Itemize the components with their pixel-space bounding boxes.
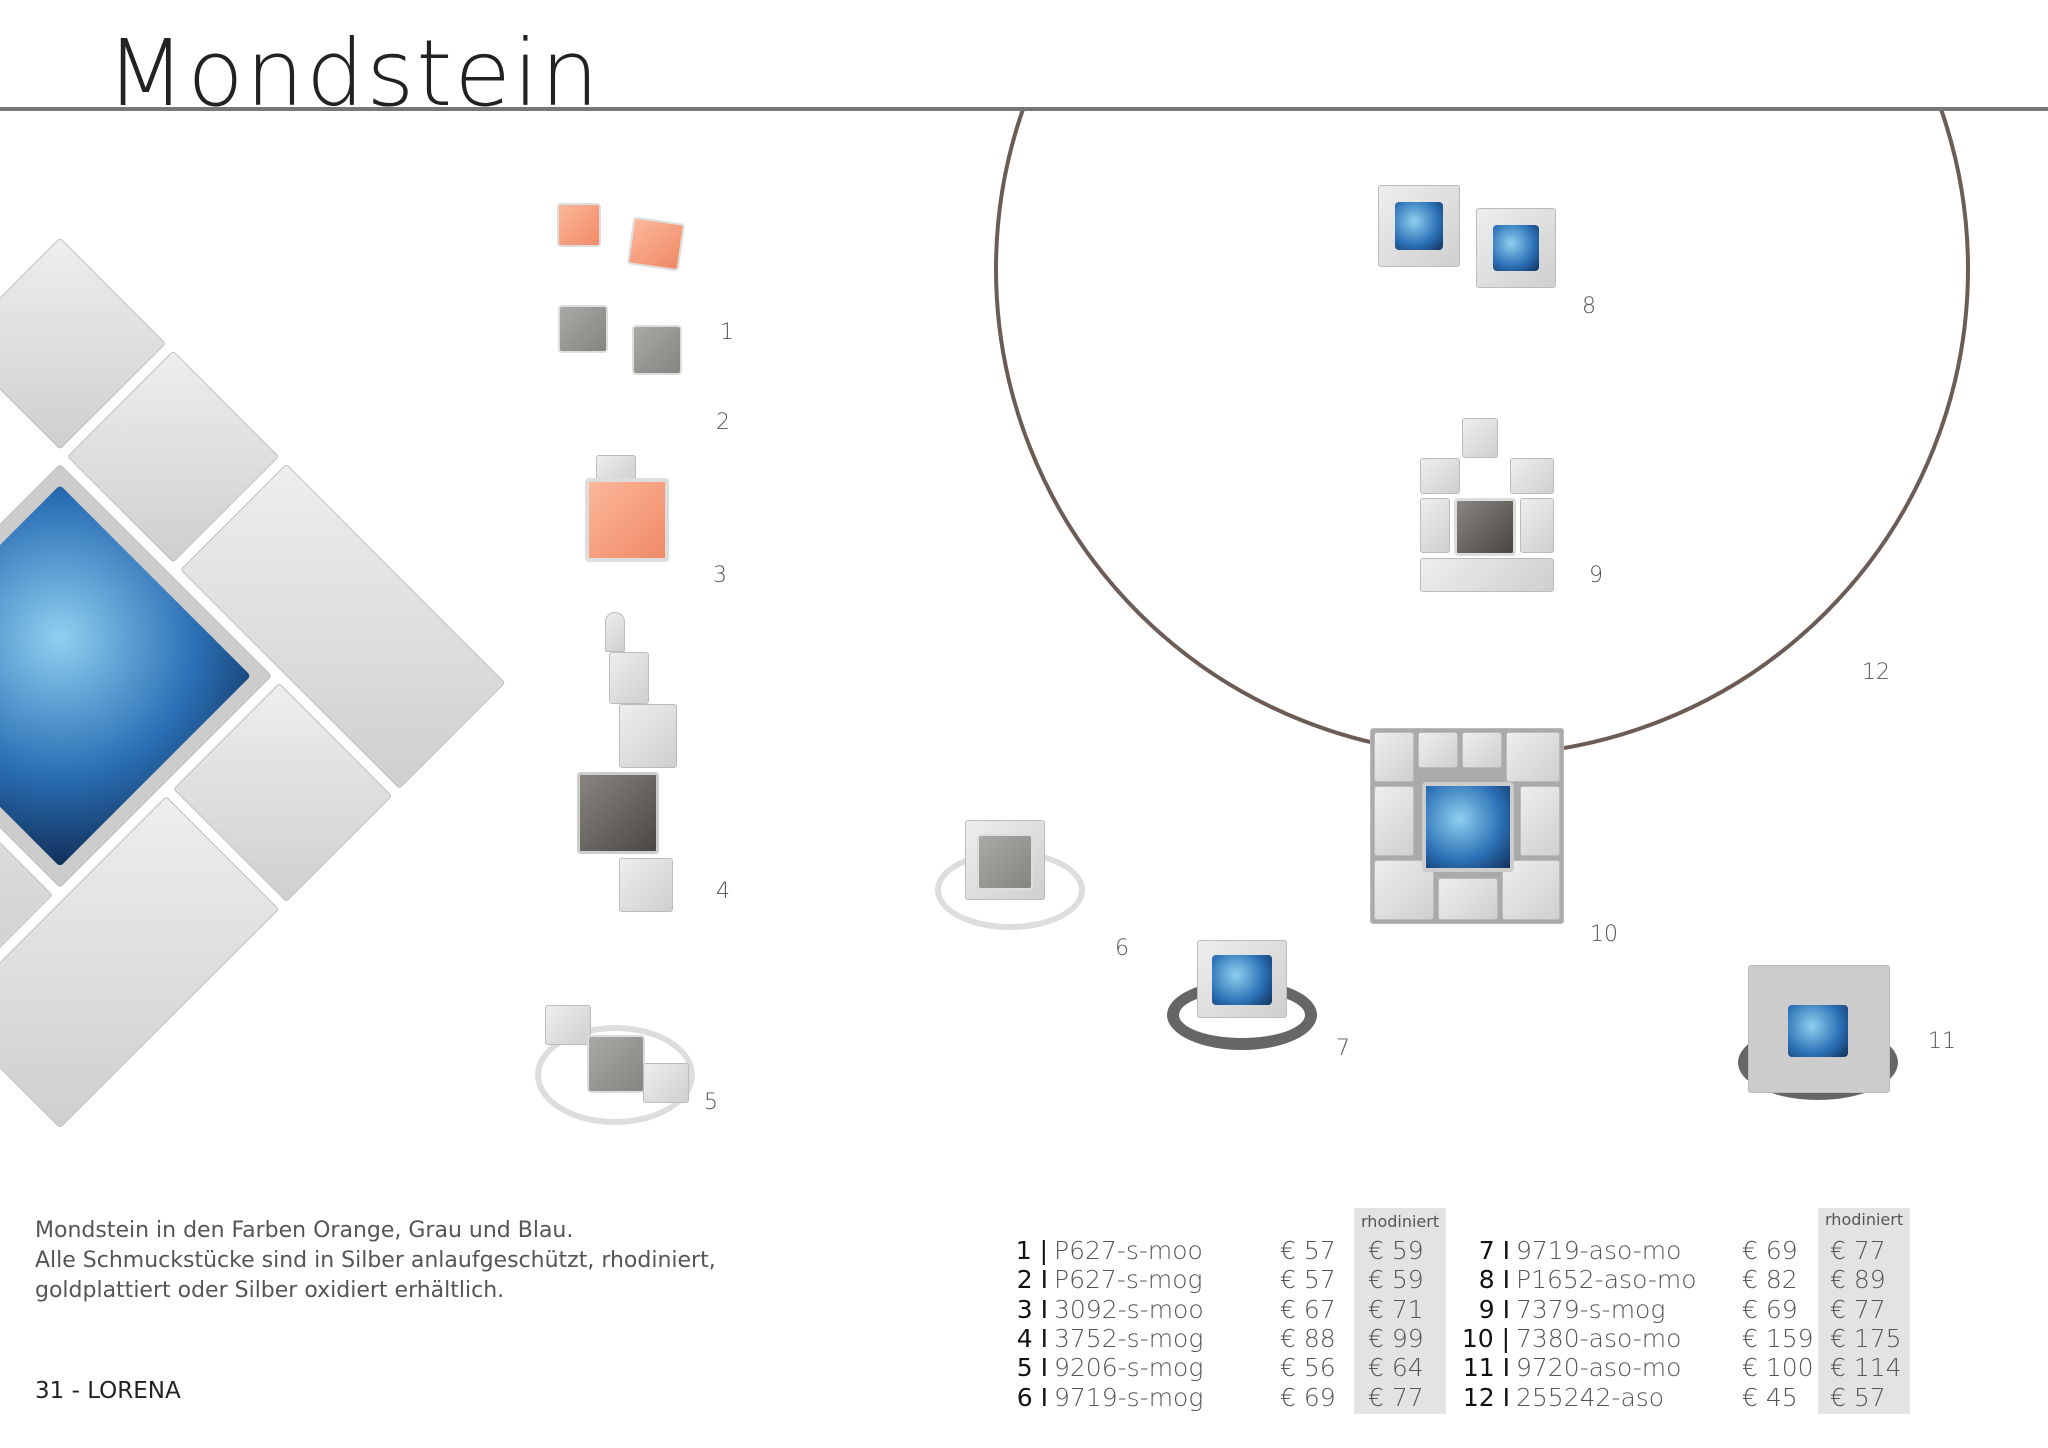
price-table-price: € 88 — [1280, 1323, 1336, 1353]
item-number-7: 7 — [1336, 1036, 1350, 1061]
item-number-8: 8 — [1582, 294, 1596, 319]
price-table-no: 8 I — [1478, 1265, 1510, 1295]
price-table-no: 4 I — [1016, 1323, 1048, 1353]
price-table-code: 7379-s-mog — [1516, 1294, 1666, 1324]
price-table-code: 9720-aso-mo — [1516, 1353, 1682, 1383]
earring-orange-image — [557, 203, 601, 247]
price-table-no: 9 I — [1478, 1294, 1510, 1324]
necklace-pendant-blue-image — [1370, 728, 1564, 924]
price-table-code: 255242-aso — [1516, 1382, 1665, 1412]
price-table-rhodiniert: € 114 — [1830, 1353, 1902, 1383]
price-table-rhodiniert: € 89 — [1830, 1265, 1886, 1295]
price-table-code: 9719-s-mog — [1054, 1382, 1204, 1412]
price-table-price: € 57 — [1280, 1265, 1336, 1295]
rhodiniert-header: rhodiniert — [1361, 1212, 1440, 1231]
price-table-no: 10 | — [1461, 1323, 1510, 1353]
description-line: Mondstein in den Farben Orange, Grau und… — [35, 1218, 574, 1243]
price-table-rhodiniert: € 99 — [1368, 1323, 1424, 1353]
rhodiniert-column-bg — [1354, 1208, 1446, 1414]
price-table-no: 3 I — [1016, 1294, 1048, 1324]
price-table-price: € 45 — [1742, 1382, 1798, 1412]
item-number-9: 9 — [1589, 563, 1603, 588]
price-table-no: 6 I — [1016, 1382, 1048, 1412]
price-table-no: 1 | — [1015, 1236, 1048, 1265]
price-table-no: 7 I — [1478, 1236, 1510, 1265]
item-number-2: 2 — [716, 410, 730, 435]
ring-grey-square-image — [935, 820, 1085, 940]
price-table-code: 3752-s-mog — [1054, 1323, 1204, 1353]
pendant-orange-image — [585, 478, 669, 562]
item-number-5: 5 — [704, 1090, 718, 1115]
price-table-rhodiniert: € 57 — [1830, 1382, 1886, 1412]
rhodiniert-header: rhodiniert — [1825, 1210, 1904, 1229]
price-table-no: 2 I — [1016, 1265, 1048, 1295]
description-line: goldplattiert oder Silber oxidiert erhäl… — [35, 1278, 505, 1303]
pendant-column-image — [575, 612, 677, 912]
price-table-rhodiniert: € 77 — [1830, 1236, 1886, 1265]
price-table-price: € 57 — [1280, 1236, 1336, 1265]
ring-grey-image — [525, 1005, 705, 1135]
price-table-code: P627-s-moo — [1054, 1236, 1203, 1265]
item-number-1: 1 — [720, 320, 734, 345]
price-table-rhodiniert: € 77 — [1830, 1294, 1886, 1324]
earring-orange-image — [626, 216, 686, 272]
pendant-grey-tiles-image — [1420, 418, 1556, 593]
earring-grey-image — [558, 305, 608, 353]
price-table-code: 7380-aso-mo — [1516, 1323, 1682, 1353]
price-table-rhodiniert: € 59 — [1368, 1236, 1424, 1265]
price-table-code: 9206-s-mog — [1054, 1353, 1204, 1383]
price-table-no: 12 I — [1462, 1382, 1510, 1412]
price-table-no: 5 I — [1016, 1353, 1048, 1383]
item-number-12: 12 — [1862, 660, 1890, 685]
item-number-6: 6 — [1115, 936, 1129, 961]
ring-blue-image — [1162, 940, 1322, 1055]
price-table-price: € 67 — [1280, 1294, 1336, 1324]
price-table-price: € 69 — [1742, 1236, 1798, 1265]
price-table-price: € 159 — [1742, 1323, 1814, 1353]
price-table-code: P1652-aso-mo — [1516, 1265, 1697, 1295]
price-table-price: € 69 — [1280, 1382, 1336, 1412]
title-divider — [0, 107, 2048, 111]
pendant-bail-image — [596, 455, 636, 481]
price-table-rhodiniert: € 59 — [1368, 1265, 1424, 1295]
earring-grey-image — [632, 325, 682, 375]
price-table-code: 3092-s-moo — [1054, 1294, 1204, 1324]
price-table-rhodiniert: € 64 — [1368, 1353, 1424, 1383]
price-table-rhodiniert: € 77 — [1368, 1382, 1424, 1412]
price-table-price: € 56 — [1280, 1353, 1336, 1383]
ring-blue-tiles-image — [1738, 965, 1898, 1105]
price-table-rhodiniert: € 175 — [1830, 1323, 1902, 1353]
description: Mondstein in den Farben Orange, Grau und… — [35, 1216, 716, 1306]
price-table-no: 11 I — [1462, 1353, 1510, 1383]
item-number-11: 11 — [1928, 1029, 1956, 1054]
price-table-price: € 100 — [1742, 1353, 1814, 1383]
item-number-10: 10 — [1590, 922, 1618, 947]
item-number-4: 4 — [716, 879, 730, 904]
description-line: Alle Schmuckstücke sind in Silber anlauf… — [35, 1248, 716, 1273]
price-table-code: P627-s-mog — [1054, 1265, 1203, 1295]
price-table-rhodiniert: € 71 — [1368, 1294, 1424, 1324]
price-table-price: € 69 — [1742, 1294, 1798, 1324]
page-footer: 31 - LORENA — [35, 1378, 181, 1404]
price-table-code: 9719-aso-mo — [1516, 1236, 1682, 1265]
price-table-price: € 82 — [1742, 1265, 1798, 1295]
item-number-3: 3 — [713, 563, 727, 588]
rhodiniert-column-bg — [1818, 1208, 1910, 1414]
